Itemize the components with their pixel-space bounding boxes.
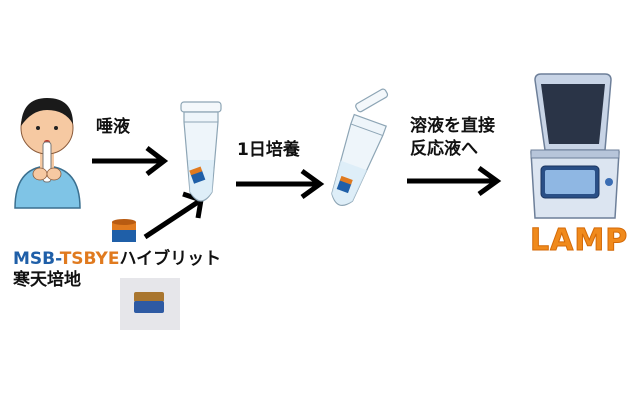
medium-name-tsbye: TSBYE — [59, 249, 120, 269]
agar-photo-orange-layer — [134, 292, 164, 302]
person-spitting-icon — [14, 98, 81, 209]
arrow-transfer — [407, 165, 502, 197]
arrow-saliva — [92, 146, 169, 176]
agar-photo — [120, 278, 180, 330]
transfer-label-line2: 反応液へ — [410, 139, 478, 159]
agar-cup-icon — [112, 219, 136, 242]
arrow-culture — [236, 168, 325, 200]
medium-name-hybrid: ハイブリット — [119, 249, 222, 269]
microtube-icon — [180, 101, 222, 202]
transfer-label-line1: 溶液を直接 — [410, 116, 495, 136]
medium-name-msb: MSB- — [13, 249, 60, 269]
medium-name: MSB-TSBYEハイブリット — [13, 244, 221, 269]
culture-label: 1日培養 — [237, 140, 300, 160]
medium-line2: 寒天培地 — [13, 270, 81, 290]
open-tube-icon — [331, 88, 389, 206]
lamp-label: LAMP — [529, 223, 629, 259]
saliva-label: 唾液 — [96, 117, 130, 137]
agar-photo-blue-layer — [134, 301, 164, 313]
lamp-machine-icon — [530, 73, 620, 219]
